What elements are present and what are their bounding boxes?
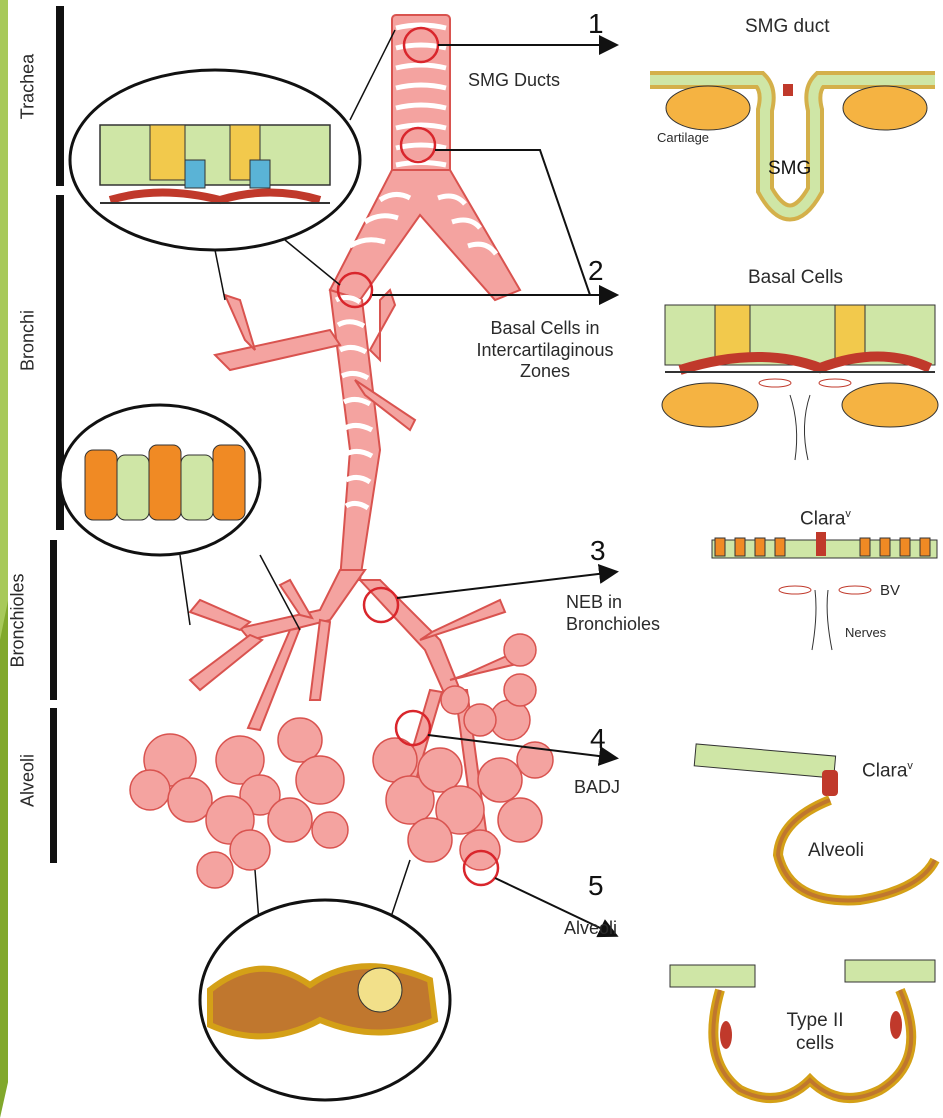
type2-label-line-1: Type II — [765, 1010, 865, 1033]
site-label-4: BADJ — [574, 777, 620, 799]
site-label-2-line-3: Zones — [440, 361, 650, 383]
site-label-3-line-2: Bronchioles — [566, 614, 660, 636]
badj-clara-text: Clara — [862, 760, 907, 781]
neb-clara-text: Clara — [800, 508, 845, 529]
site-number-5: 5 — [588, 870, 604, 902]
basal-cells-title: Basal Cells — [748, 267, 843, 290]
bronchioles-bracket — [50, 540, 57, 700]
site-number-2: 2 — [588, 255, 604, 287]
type2-label: Type II cells — [765, 1010, 865, 1056]
region-label-bronchi: Bronchi — [18, 291, 39, 391]
neb-clara-sup: v — [845, 508, 851, 520]
badj-alveoli-label: Alveoli — [808, 840, 864, 863]
smg-gland-label: SMG — [768, 158, 811, 181]
site-label-2-line-1: Basal Cells in — [440, 318, 650, 340]
type2-label-line-2: cells — [765, 1033, 865, 1056]
smg-cartilage-label: Cartilage — [657, 130, 709, 146]
site-label-2: Basal Cells in Intercartilaginous Zones — [440, 318, 650, 383]
neb-nerves-label: Nerves — [845, 625, 886, 641]
neb-bv-label: BV — [880, 582, 900, 600]
site-label-1: SMG Ducts — [468, 70, 560, 92]
badj-clara-label: Clarav — [862, 760, 913, 783]
smg-duct-title: SMG duct — [745, 16, 829, 39]
site-label-5: Alveoli — [564, 918, 617, 940]
alveoli-bracket — [50, 708, 57, 863]
region-label-alveoli: Alveoli — [18, 731, 39, 831]
site-number-1: 1 — [588, 8, 604, 40]
site-number-3: 3 — [590, 535, 606, 567]
region-label-trachea: Trachea — [18, 37, 39, 137]
trachea-bracket — [56, 6, 64, 186]
site-label-2-line-2: Intercartilaginous — [440, 340, 650, 362]
neb-clara-label: Clarav — [800, 508, 851, 531]
site-number-4: 4 — [590, 723, 606, 755]
site-label-3: NEB in Bronchioles — [566, 592, 660, 635]
badj-clara-sup: v — [907, 760, 913, 772]
site-label-3-line-1: NEB in — [566, 592, 660, 614]
region-label-bronchioles: Bronchioles — [8, 561, 29, 681]
